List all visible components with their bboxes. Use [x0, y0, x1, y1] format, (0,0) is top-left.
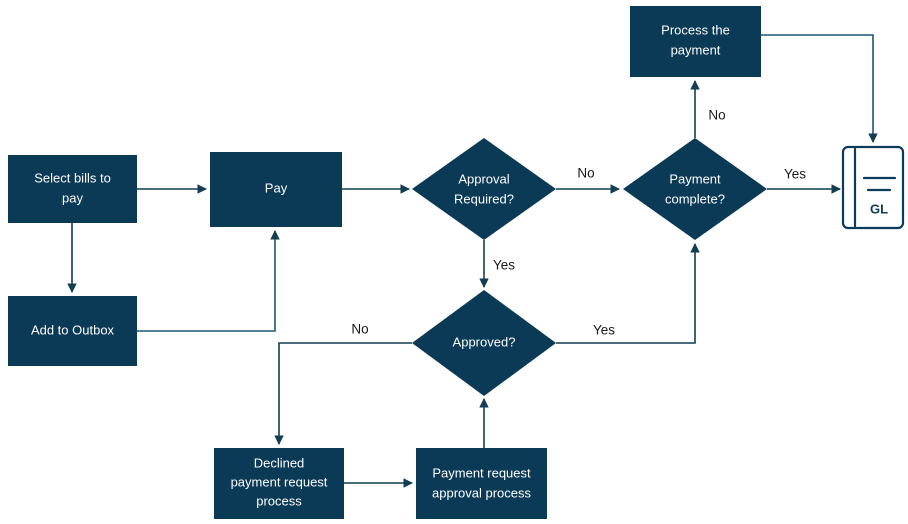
node-approval-process-label-line2: approval process — [432, 485, 531, 500]
edge-label-approval-required-no: No — [577, 166, 594, 181]
edge-approved-no — [274, 342, 412, 445]
node-approval-required[interactable]: Approval Required? — [412, 138, 556, 240]
node-select-bills-label-line2: pay — [62, 190, 83, 205]
general-ledger-icon[interactable]: GL — [841, 145, 905, 230]
node-declined-label-line3: process — [256, 493, 302, 508]
node-declined-payment-request-process[interactable]: Declined payment request process — [214, 448, 344, 519]
edge-label-approved-yes: Yes — [593, 323, 615, 338]
node-payment-complete-label-line2: complete? — [665, 191, 725, 206]
node-payment-complete-label-line1: Payment — [669, 171, 721, 186]
edge-label-payment-complete-yes: Yes — [784, 167, 806, 182]
node-add-to-outbox-label: Add to Outbox — [31, 322, 115, 337]
node-approved-label: Approved? — [453, 334, 516, 349]
edge-outbox-to-pay — [137, 230, 280, 332]
edge-process-payment-to-gl — [761, 34, 878, 143]
edge-label-approval-required-yes: Yes — [493, 258, 515, 273]
edge-label-payment-complete-no: No — [708, 108, 725, 123]
node-pay[interactable]: Pay — [210, 152, 342, 227]
general-ledger-label: GL — [870, 201, 888, 216]
node-declined-label-line1: Declined — [254, 455, 305, 470]
edge-approved-yes — [556, 243, 700, 344]
node-payment-request-approval-process[interactable]: Payment request approval process — [416, 448, 547, 519]
edge-labels-group: No Yes No Yes No Yes — [351, 108, 806, 338]
node-add-to-outbox[interactable]: Add to Outbox — [8, 296, 137, 366]
node-approval-required-label-line2: Required? — [454, 191, 514, 206]
node-approval-required-label-line1: Approval — [458, 171, 509, 186]
node-payment-complete[interactable]: Payment complete? — [623, 138, 767, 240]
edge-label-approved-no: No — [351, 322, 368, 337]
node-process-payment-label-line1: Process the — [661, 22, 730, 37]
node-pay-label: Pay — [265, 180, 288, 195]
node-process-payment-label-line2: payment — [671, 42, 721, 57]
node-approved[interactable]: Approved? — [412, 290, 556, 396]
node-select-bills-to-pay[interactable]: Select bills to pay — [8, 155, 137, 223]
node-approval-process-label-line1: Payment request — [432, 465, 531, 480]
node-declined-label-line2: payment request — [231, 474, 328, 489]
node-process-the-payment[interactable]: Process the payment — [630, 6, 761, 77]
edges-group: Payment complete? --> Approved? (down) -… — [67, 34, 878, 488]
node-select-bills-label-line1: Select bills to — [34, 170, 111, 185]
